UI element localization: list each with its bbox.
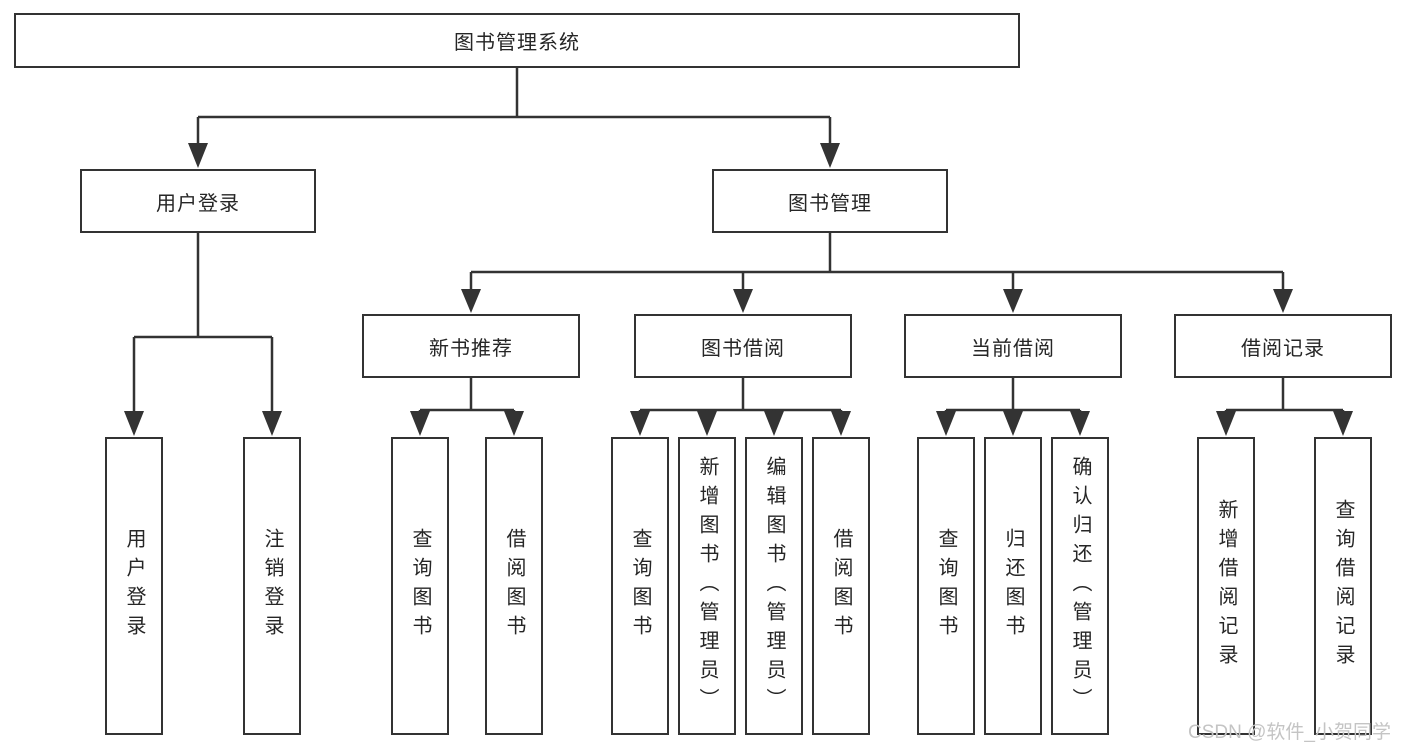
node-borrowing-records-label: 借阅记录 bbox=[1241, 337, 1325, 360]
csdn-watermark: CSDN @软件_小贺同学 bbox=[1188, 722, 1391, 743]
leaf-return-books: 归还图书 bbox=[984, 437, 1042, 735]
leaf-borrow-books-1-label: 借阅图书 bbox=[503, 528, 525, 644]
connector-newbooks-to-leaves bbox=[418, 378, 516, 413]
arrowheads-records-leaves bbox=[1216, 411, 1353, 436]
arrowheads-level2 bbox=[461, 289, 1293, 313]
leaf-add-borrow-record: 新增借阅记录 bbox=[1197, 437, 1255, 735]
leaf-add-books-admin-label: 新增图书（管理员） bbox=[696, 455, 718, 717]
leaf-return-books-label: 归还图书 bbox=[1002, 528, 1024, 644]
leaf-query-borrow-record: 查询借阅记录 bbox=[1314, 437, 1372, 735]
leaf-query-books-3-label: 查询图书 bbox=[935, 528, 957, 644]
leaf-edit-books-admin: 编辑图书（管理员） bbox=[745, 437, 803, 735]
leaf-borrow-books-2-label: 借阅图书 bbox=[830, 528, 852, 644]
leaf-user-login-label: 用户登录 bbox=[123, 528, 145, 644]
connector-root-to-level1 bbox=[196, 68, 832, 145]
leaf-edit-books-admin-label: 编辑图书（管理员） bbox=[763, 455, 785, 717]
leaf-query-borrow-record-label: 查询借阅记录 bbox=[1332, 499, 1354, 673]
node-borrowing-records: 借阅记录 bbox=[1174, 314, 1392, 378]
connector-records-to-leaves bbox=[1224, 378, 1345, 413]
leaf-logout: 注销登录 bbox=[243, 437, 301, 735]
node-current-borrowing-label: 当前借阅 bbox=[971, 337, 1055, 360]
leaf-confirm-return-admin: 确认归还（管理员） bbox=[1051, 437, 1109, 735]
leaf-query-books-2: 查询图书 bbox=[611, 437, 669, 735]
leaf-confirm-return-admin-label: 确认归还（管理员） bbox=[1069, 455, 1091, 717]
leaf-query-books-3: 查询图书 bbox=[917, 437, 975, 735]
node-current-borrowing: 当前借阅 bbox=[904, 314, 1122, 378]
connector-borrow-to-leaves bbox=[638, 378, 843, 413]
leaf-borrow-books-1: 借阅图书 bbox=[485, 437, 543, 735]
leaf-query-books-1: 查询图书 bbox=[391, 437, 449, 735]
node-book-borrowing-label: 图书借阅 bbox=[701, 337, 785, 360]
leaf-borrow-books-2: 借阅图书 bbox=[812, 437, 870, 735]
node-root-system: 图书管理系统 bbox=[14, 13, 1020, 68]
arrowheads-borrow-leaves bbox=[630, 411, 851, 436]
leaf-add-borrow-record-label: 新增借阅记录 bbox=[1215, 499, 1237, 673]
connector-userlogin-to-leaves bbox=[132, 233, 274, 413]
connector-bookmgmt-to-level2 bbox=[469, 233, 1285, 291]
arrowheads-userlogin-leaves bbox=[124, 411, 282, 436]
node-user-login-module: 用户登录 bbox=[80, 169, 316, 233]
node-book-management-label: 图书管理 bbox=[788, 192, 872, 215]
node-book-management-module: 图书管理 bbox=[712, 169, 948, 233]
node-new-book-recommend: 新书推荐 bbox=[362, 314, 580, 378]
leaf-query-books-2-label: 查询图书 bbox=[629, 528, 651, 644]
leaf-add-books-admin: 新增图书（管理员） bbox=[678, 437, 736, 735]
node-book-borrowing: 图书借阅 bbox=[634, 314, 852, 378]
arrowheads-current-leaves bbox=[936, 411, 1090, 436]
leaf-logout-label: 注销登录 bbox=[261, 528, 283, 644]
leaf-query-books-1-label: 查询图书 bbox=[409, 528, 431, 644]
arrowheads-newbooks-leaves bbox=[410, 411, 524, 436]
node-new-book-recommend-label: 新书推荐 bbox=[429, 337, 513, 360]
connector-current-to-leaves bbox=[944, 378, 1082, 413]
leaf-user-login: 用户登录 bbox=[105, 437, 163, 735]
arrowheads-level1 bbox=[188, 143, 840, 168]
node-user-login-label: 用户登录 bbox=[156, 192, 240, 215]
node-root-label: 图书管理系统 bbox=[454, 32, 580, 54]
